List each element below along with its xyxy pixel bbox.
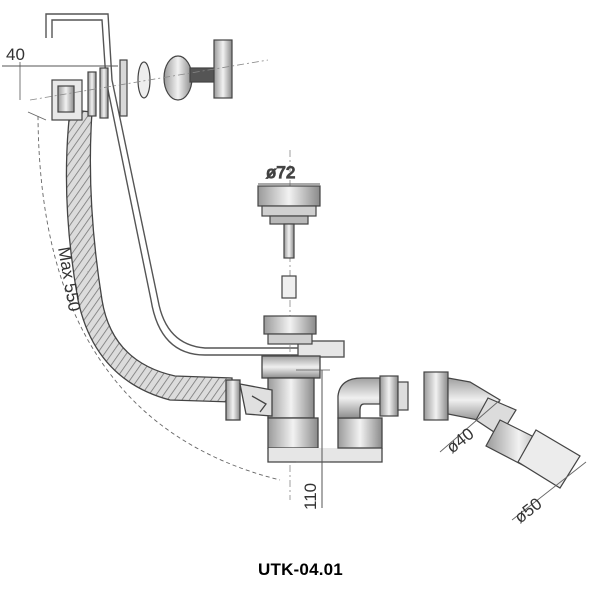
dimension-d50-label: ø50 bbox=[511, 494, 546, 527]
dimension-d72-label: ø72 bbox=[266, 163, 295, 182]
product-code: UTK-04.01 bbox=[258, 560, 343, 579]
dimension-40-label: 40 bbox=[6, 45, 25, 64]
dimension-d40-label: ø40 bbox=[443, 424, 478, 457]
dimension-110-label: 110 bbox=[301, 483, 320, 510]
waste-plug: ø72 bbox=[257, 162, 321, 345]
dimension-110: 110 bbox=[296, 369, 330, 510]
dimension-40: 40 bbox=[2, 45, 118, 100]
waste-body bbox=[225, 355, 383, 463]
dimension-max-550: Max 550 bbox=[27, 111, 281, 481]
outlet-fittings bbox=[379, 371, 581, 489]
overflow-head bbox=[51, 39, 233, 121]
